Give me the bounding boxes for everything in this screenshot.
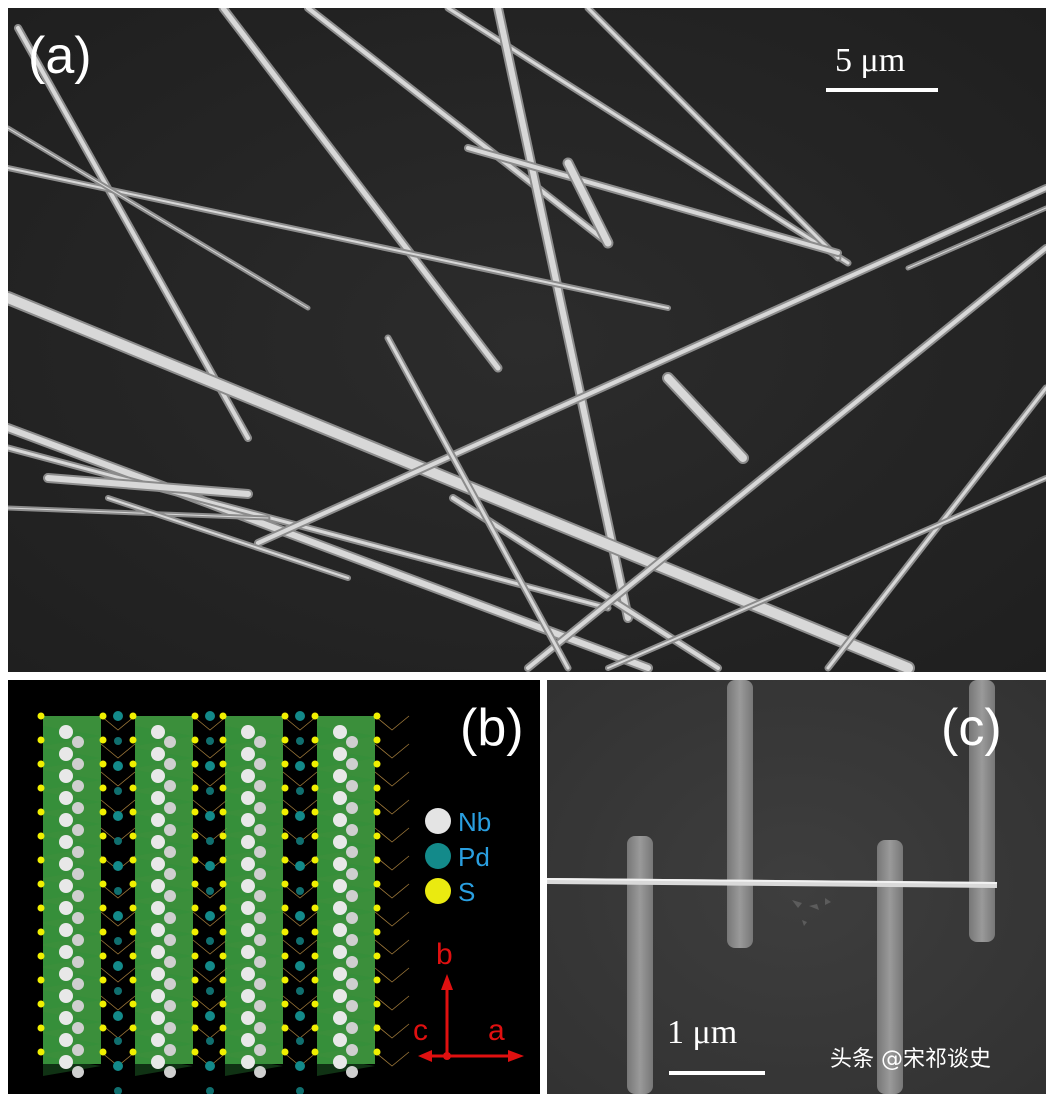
panel-c-device-image: (c) 1 μm 头条 @宋祁谈史: [547, 680, 1046, 1094]
device-image: [547, 680, 1046, 1094]
pd-atom-icon: [425, 843, 451, 869]
scale-bar-c: [669, 1071, 765, 1075]
nanowire: [547, 878, 998, 888]
electrode-2: [969, 680, 995, 942]
electrode-3: [627, 836, 653, 1094]
scale-bar-a: [826, 88, 938, 92]
legend-pd: Pd: [458, 842, 490, 872]
legend-nb: Nb: [458, 807, 492, 837]
nanowire-image: [8, 8, 1046, 672]
panel-a-label: (a): [28, 27, 92, 85]
crystal-structure-diagram: [37, 711, 524, 1094]
scale-bar-label-c: 1 μm: [667, 1014, 738, 1051]
scale-bar-label-a: 5 μm: [835, 42, 906, 79]
s-atom-icon: [425, 878, 451, 904]
electrode-4: [877, 840, 903, 1094]
panel-a-sem-image: (a) 5 μm: [8, 8, 1046, 672]
panel-b-label: (b): [460, 699, 524, 757]
axis-label-a: a: [488, 1014, 505, 1047]
legend-s: S: [458, 877, 476, 907]
panel-c-label: (c): [941, 699, 1002, 757]
axis-label-b: b: [436, 938, 453, 971]
watermark: 头条 @宋祁谈史: [830, 1047, 991, 1072]
electrode-1: [727, 680, 753, 948]
panel-b-crystal-structure: (b) Nb Pd S b c a: [8, 680, 540, 1094]
axis-label-c: c: [413, 1014, 428, 1047]
nb-atom-icon: [425, 808, 451, 834]
